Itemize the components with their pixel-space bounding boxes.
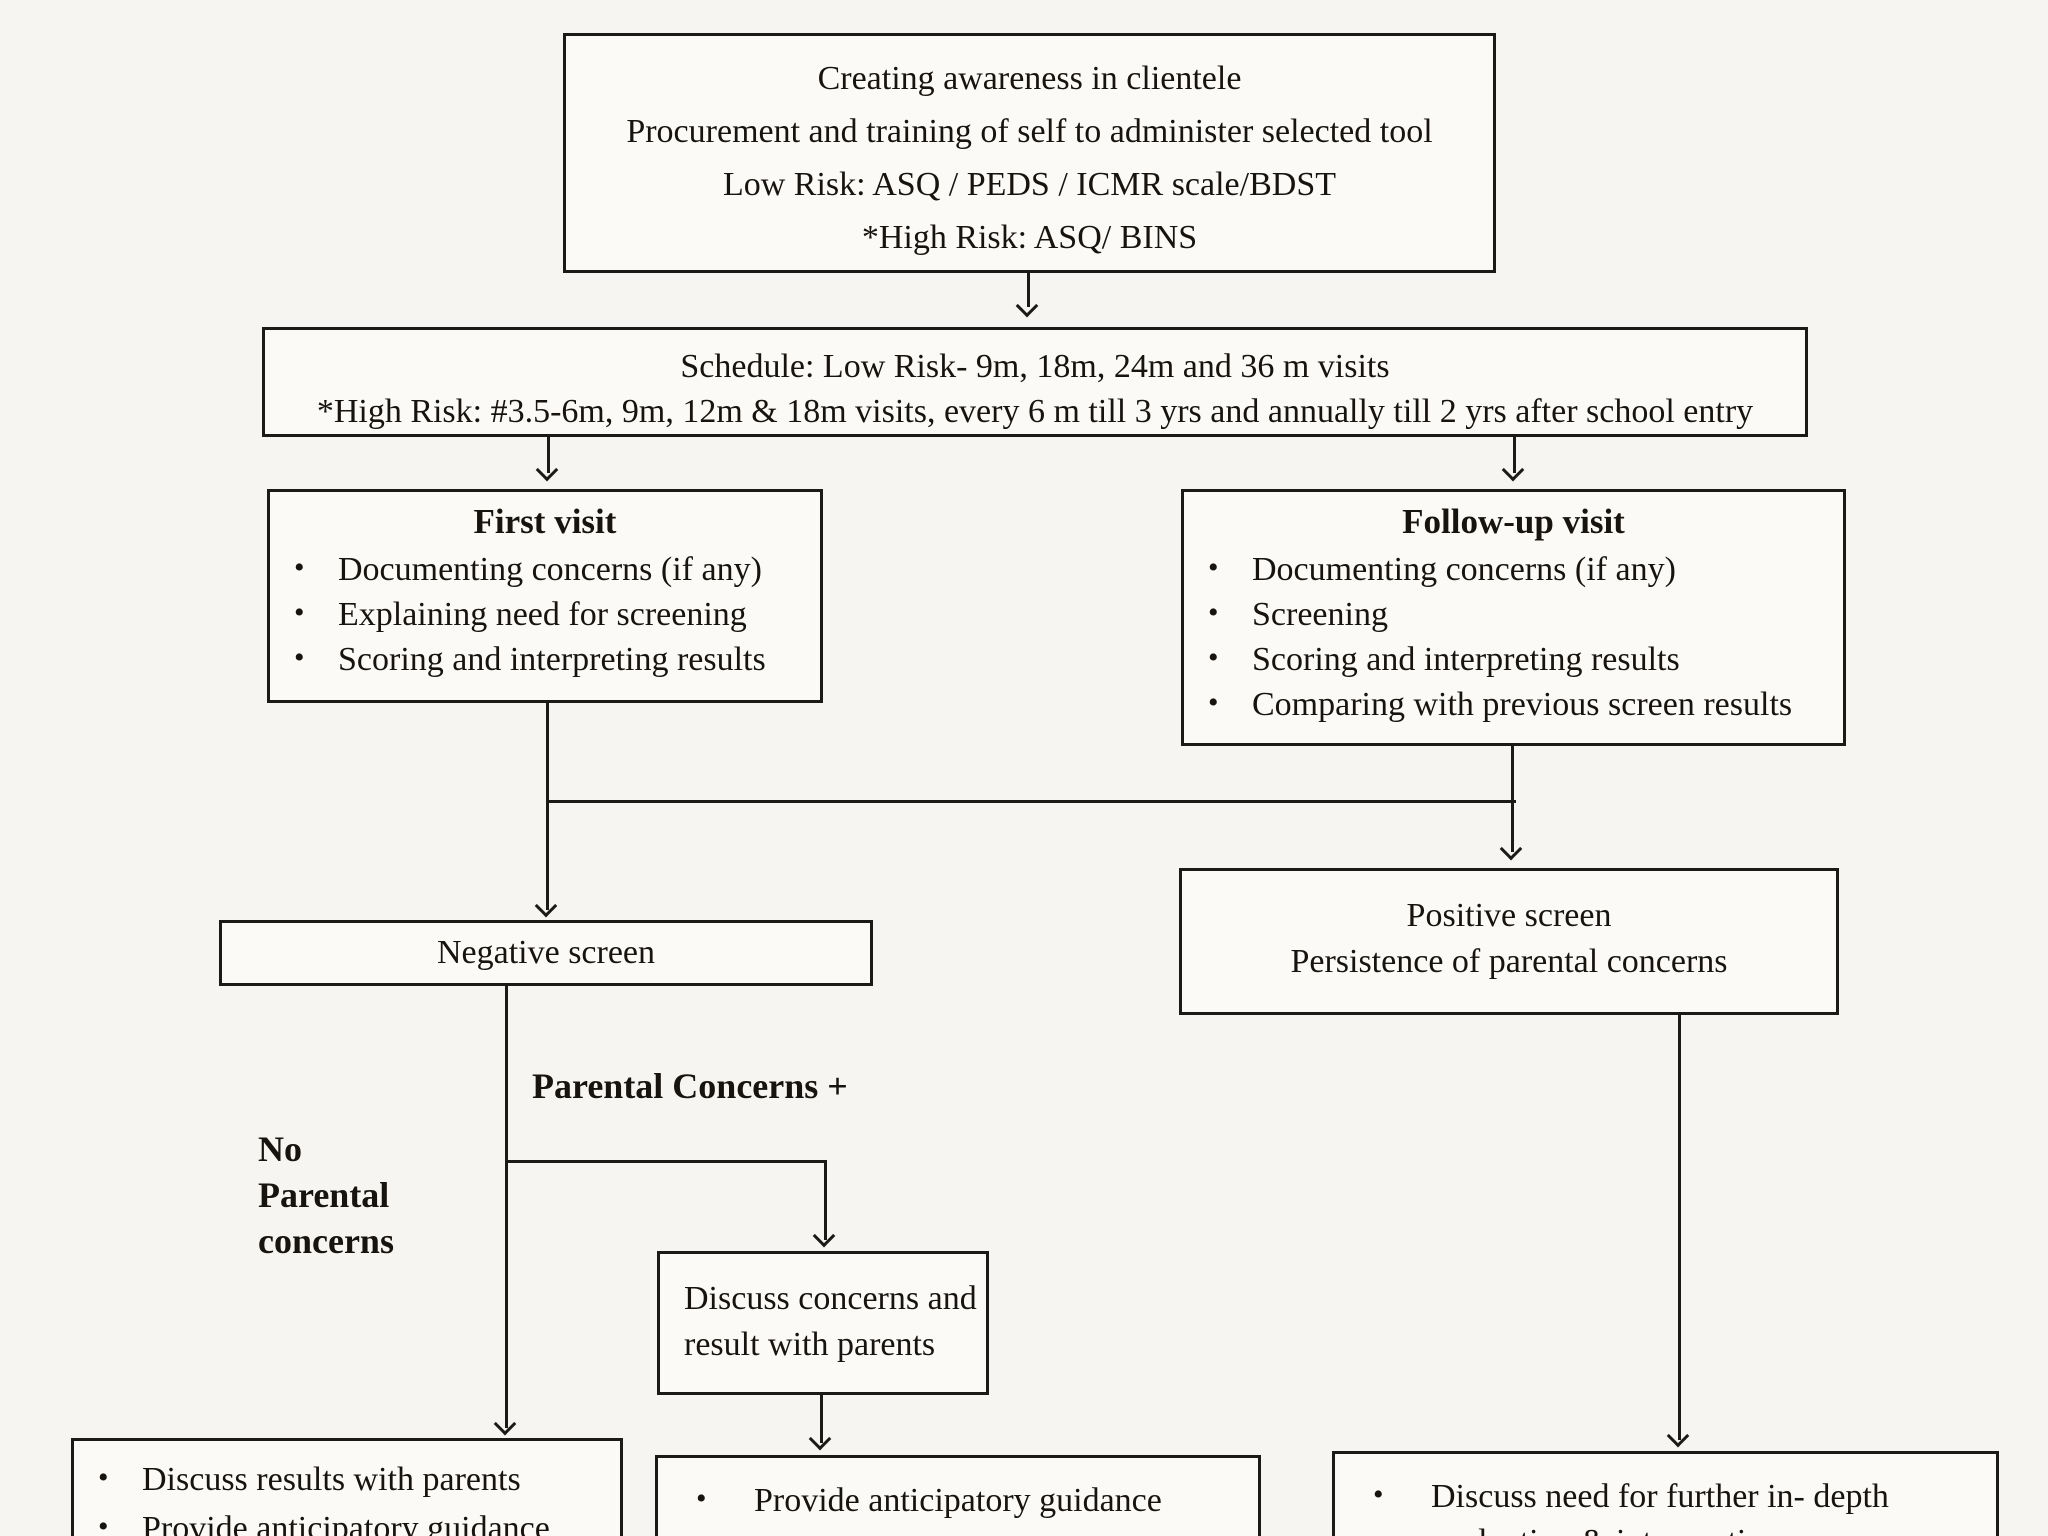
label-line: No <box>258 1129 302 1169</box>
positive-screen-line-2: Persistence of parental concerns <box>1290 943 1728 980</box>
list-item: Screening <box>1184 590 1843 637</box>
arrow-down-icon <box>808 1427 832 1451</box>
node-schedule: Schedule: Low Risk- 9m, 18m, 24m and 36 … <box>262 327 1808 437</box>
connector-to-negative <box>546 800 549 910</box>
list-item: Documenting concerns (if any) <box>270 545 820 592</box>
outcome-positive-list: Discuss need for further in- depth evalu… <box>1335 1472 1996 1536</box>
list-item: Comparing with previous screen results <box>1184 680 1843 727</box>
label-line: concerns <box>258 1221 394 1261</box>
discuss-line-1: Discuss concerns and <box>684 1280 977 1317</box>
label-parental-concerns-plus: Parental Concerns + <box>532 1066 848 1106</box>
node-negative-screen: Negative screen <box>219 920 873 986</box>
node-outcome-no-concerns: Discuss results with parents Provide ant… <box>71 1438 623 1536</box>
arrow-down-icon <box>812 1224 836 1248</box>
arrow-down-icon <box>1501 458 1525 482</box>
outcome-parental-concerns-list: Provide anticipatory guidance <box>658 1474 1258 1525</box>
node-positive-screen: Positive screen Persistence of parental … <box>1179 868 1839 1015</box>
list-item: Discuss results with parents <box>74 1453 620 1504</box>
awareness-line-2: Procurement and training of self to admi… <box>626 113 1433 150</box>
node-outcome-parental-concerns: Provide anticipatory guidance <box>655 1455 1261 1536</box>
connector-branch-right <box>505 1160 827 1163</box>
arrow-down-icon <box>493 1412 517 1436</box>
followup-visit-title: Follow-up visit <box>1402 502 1625 541</box>
connector-awareness-schedule <box>1027 273 1030 307</box>
discuss-line-2: result with parents <box>684 1326 936 1363</box>
connector-branch-down <box>824 1160 827 1240</box>
connector-positive-down <box>1678 1015 1681 1440</box>
connector-horizontal-join <box>546 800 1516 803</box>
awareness-line-3: Low Risk: ASQ / PEDS / ICMR scale/BDST <box>722 166 1336 203</box>
connector-discuss-down <box>820 1395 823 1443</box>
list-item: Documenting concerns (if any) <box>1184 545 1843 592</box>
list-item: Explaining need for screening <box>270 590 820 637</box>
list-item: Provide anticipatory guidance <box>658 1474 1258 1525</box>
node-discuss-concerns: Discuss concerns and result with parents <box>657 1251 989 1395</box>
list-item: Scoring and interpreting results <box>1184 635 1843 682</box>
negative-screen-text: Negative screen <box>436 934 656 971</box>
positive-screen-line-1: Positive screen <box>1406 897 1612 934</box>
connector-first-visit-down <box>546 703 549 803</box>
list-item: Discuss need for further in- depth evalu… <box>1335 1472 1996 1536</box>
first-visit-list: Documenting concerns (if any) Explaining… <box>270 545 820 682</box>
node-followup-visit: Follow-up visit Documenting concerns (if… <box>1181 489 1846 746</box>
list-item: Provide anticipatory guidance <box>74 1502 620 1536</box>
arrow-down-icon <box>535 458 559 482</box>
connector-schedule-first-visit <box>547 437 550 473</box>
node-first-visit: First visit Documenting concerns (if any… <box>267 489 823 703</box>
schedule-line-2: *High Risk: #3.5-6m, 9m, 12m & 18m visit… <box>316 393 1754 430</box>
node-awareness: Creating awareness in clientele Procurem… <box>563 33 1496 273</box>
label-line: Parental <box>258 1175 390 1215</box>
connector-followup-down <box>1511 746 1514 852</box>
outcome-no-concerns-list: Discuss results with parents Provide ant… <box>74 1453 620 1536</box>
awareness-line-1: Creating awareness in clientele <box>817 60 1242 97</box>
connector-schedule-followup <box>1513 437 1516 473</box>
schedule-line-1: Schedule: Low Risk- 9m, 18m, 24m and 36 … <box>680 348 1390 385</box>
arrow-down-icon <box>1499 837 1523 861</box>
connector-negative-down <box>505 986 508 1428</box>
followup-visit-list: Documenting concerns (if any) Screening … <box>1184 545 1843 727</box>
first-visit-title: First visit <box>473 502 617 541</box>
arrow-down-icon <box>1666 1424 1690 1448</box>
list-item: Scoring and interpreting results <box>270 635 820 682</box>
label-no-parental-concerns: No Parental concerns <box>258 1126 394 1264</box>
arrow-down-icon <box>1015 294 1039 318</box>
arrow-down-icon <box>534 894 558 918</box>
awareness-line-4: *High Risk: ASQ/ BINS <box>861 219 1198 256</box>
node-outcome-positive: Discuss need for further in- depth evalu… <box>1332 1451 1999 1536</box>
